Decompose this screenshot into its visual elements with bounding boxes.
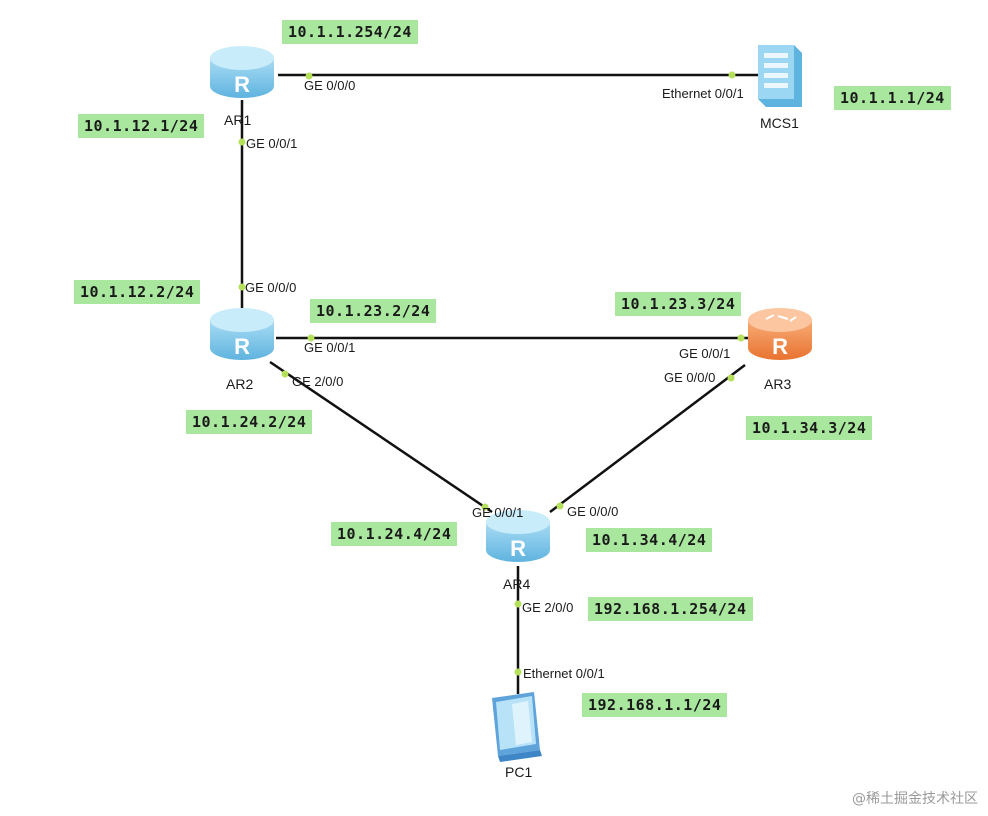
port-dot-ar4-ge001: [481, 503, 489, 511]
server-mcs1-icon[interactable]: [758, 45, 802, 107]
device-name-ar4: AR4: [503, 576, 531, 592]
port-dot-ar3-ge001: [737, 334, 745, 342]
port-label-mcs1-eth001: Ethernet 0/0/1: [662, 86, 744, 101]
port-dot-ar4-ge200: [514, 600, 522, 608]
device-name-ar3: AR3: [764, 376, 792, 392]
port-label-ar4-ge001: GE 0/0/1: [472, 505, 524, 520]
router-ar3-icon[interactable]: R: [748, 308, 812, 360]
ip-label-pc1: 192.168.1.1/24: [582, 693, 728, 717]
link-ar3-ar4: [549, 364, 746, 513]
ip-label-ar4-ge001: 10.1.24.4/24: [331, 522, 458, 546]
ip-label-ar4-ge000: 10.1.34.4/24: [586, 528, 713, 552]
pc1-icon[interactable]: [492, 692, 542, 762]
port-label-ar1-ge000: GE 0/0/0: [304, 78, 356, 93]
ip-label-ar1-ge000: 10.1.1.254/24: [282, 20, 418, 44]
port-label-ar3-ge001: GE 0/0/1: [679, 346, 731, 361]
device-name-mcs1: MCS1: [760, 115, 799, 131]
port-label-ar3-ge000: GE 0/0/0: [664, 370, 716, 385]
port-dot-ar2-ge000: [238, 283, 246, 291]
svg-text:R: R: [772, 334, 788, 359]
ip-label-ar2-ge000: 10.1.12.2/24: [74, 280, 201, 304]
ip-label-ar1-ge001: 10.1.12.1/24: [78, 114, 205, 138]
port-dot-ar3-ge000: [727, 374, 735, 382]
port-dot-ar4-ge000: [556, 502, 564, 510]
port-label-pc1-eth001: Ethernet 0/0/1: [523, 666, 605, 681]
device-name-pc1: PC1: [505, 764, 533, 780]
ip-label-mcs1: 10.1.1.1/24: [834, 86, 951, 110]
port-dot-ar1-ge000: [305, 72, 313, 80]
router-ar1-icon[interactable]: R: [210, 46, 274, 98]
svg-text:R: R: [234, 72, 250, 97]
port-label-ar4-ge200: GE 2/0/0: [522, 600, 574, 615]
ip-label-ar2-ge200: 10.1.24.2/24: [186, 410, 313, 434]
link-ar2-ar4: [269, 360, 493, 514]
port-dot-ar2-ge001: [307, 334, 315, 342]
port-dot-mcs1-eth001: [728, 71, 736, 79]
device-name-ar2: AR2: [226, 376, 254, 392]
svg-text:R: R: [234, 334, 250, 359]
router-ar4-icon[interactable]: R: [486, 510, 550, 562]
ip-label-ar2-ge001: 10.1.23.2/24: [310, 299, 437, 323]
port-dot-pc1-eth001: [514, 668, 522, 676]
port-label-ar1-ge001: GE 0/0/1: [246, 136, 298, 151]
ip-label-ar3-ge000: 10.1.34.3/24: [746, 416, 873, 440]
port-dot-ar1-ge001: [238, 138, 246, 146]
port-label-ar2-ge000: GE 0/0/0: [245, 280, 297, 295]
ip-label-ar4-ge200: 192.168.1.254/24: [588, 597, 753, 621]
watermark: @稀土掘金技术社区: [852, 791, 978, 807]
port-dot-ar2-ge200: [281, 370, 289, 378]
port-label-ar2-ge001: GE 0/0/1: [304, 340, 356, 355]
port-label-ar4-ge000: GE 0/0/0: [567, 504, 619, 519]
device-name-ar1: AR1: [224, 112, 252, 128]
svg-text:R: R: [510, 536, 526, 561]
ip-label-ar3-ge001: 10.1.23.3/24: [615, 292, 742, 316]
port-label-ar2-ge200: GE 2/0/0: [292, 374, 344, 389]
router-ar2-icon[interactable]: R: [210, 308, 274, 360]
